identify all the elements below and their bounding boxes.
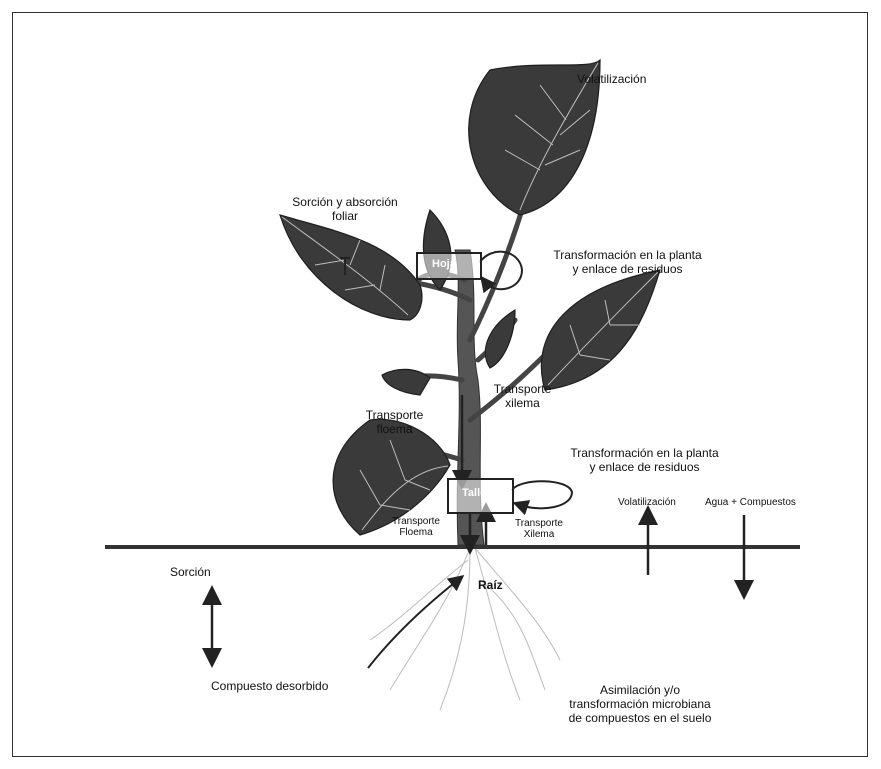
- label-raiz: Raíz: [478, 578, 503, 592]
- desorbed-arrow: [368, 580, 458, 668]
- label-compuesto-desorbido: Compuesto desorbido: [211, 679, 328, 693]
- label-agua-compuestos: Agua + Compuestos: [705, 497, 796, 508]
- soil-arrows: [648, 515, 744, 590]
- label-volatilizacion-right: Volatilización: [618, 497, 676, 508]
- label-asimilacion: Asimilación y/o transformación microbian…: [550, 683, 730, 725]
- label-transporte-xilema-low: Transporte Xilema: [508, 518, 570, 540]
- label-transporte-floema-mid: Transporte floema: [362, 408, 427, 436]
- label-transporte-floema-low: Transporte Floema: [388, 516, 444, 538]
- label-transformacion-bottom: Transformación en la planta y enlace de …: [552, 446, 737, 474]
- label-volatilizacion-top: Volatilización: [577, 72, 646, 86]
- label-transporte-xilema-mid: Transporte xilema: [490, 382, 555, 410]
- hoja-label: Hoja: [432, 258, 456, 270]
- label-transformacion-top: Transformación en la planta y enlace de …: [535, 248, 720, 276]
- roots: [370, 548, 560, 710]
- leaf-small-mid: [485, 310, 515, 368]
- label-sorcion-foliar: Sorción y absorción foliar: [285, 195, 405, 223]
- leaf-lower-mid: [382, 369, 430, 395]
- tallo-label: Tallo: [462, 487, 487, 499]
- label-sorcion: Sorción: [170, 565, 211, 579]
